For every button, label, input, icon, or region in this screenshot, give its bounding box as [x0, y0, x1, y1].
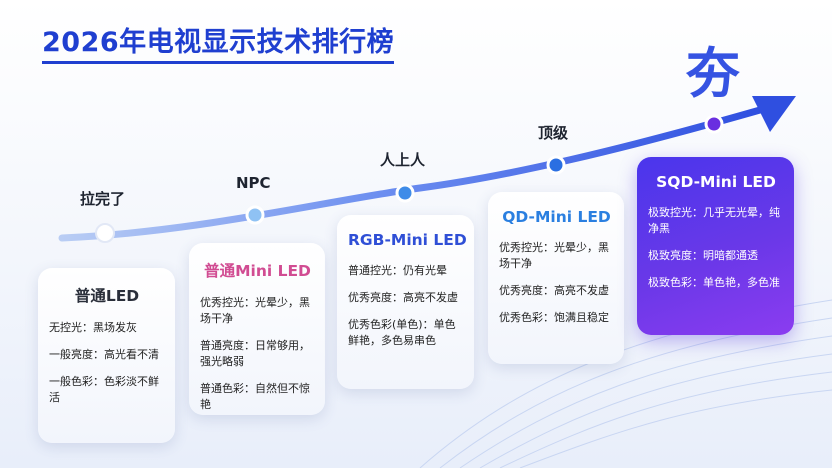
node-5 [704, 114, 724, 134]
peak-label: 夯 [686, 42, 740, 105]
tier-card-rgb-mini-led: RGB-Mini LED 普通控光：仍有光晕 优秀亮度：高亮不发虚 优秀色彩(单… [337, 215, 474, 389]
tier-card-qd-mini-led: QD-Mini LED 优秀控光：光晕少，黑场干净 优秀亮度：高亮不发虚 优秀色… [488, 192, 624, 364]
card-line: 优秀色彩：饱满且稳定 [499, 311, 609, 324]
tier-label-3: 人上人 [380, 151, 426, 169]
card-line: 普通亮度：日常够用，强光略弱 [200, 339, 310, 368]
card-line: 无控光：黑场发灰 [49, 321, 137, 334]
trend-arrow-head [752, 96, 796, 132]
card-line: 极致色彩：单色艳，多色准 [648, 276, 780, 289]
tier-card-normal-led: 普通LED 无控光：黑场发灰 一般亮度：高光看不清 一般色彩：色彩淡不鲜活 [38, 268, 175, 443]
tier-label-2: NPC [236, 174, 271, 192]
card-line: 优秀控光：光晕少，黑场干净 [499, 241, 609, 270]
card-line: 一般色彩：色彩淡不鲜活 [49, 375, 159, 404]
tier-label-1: 拉完了 [80, 190, 126, 208]
tier-card-sqd-mini-led: SQD-Mini LED 极致控光：几乎无光晕，纯净黑 极致亮度：明暗都通透 极… [637, 157, 794, 335]
node-1 [95, 223, 115, 243]
node-2 [245, 205, 265, 225]
card-line: 优秀控光：光晕少，黑场干净 [200, 296, 310, 325]
node-4 [546, 155, 566, 175]
card-line: 普通色彩：自然但不惊艳 [200, 382, 310, 411]
card-line: 优秀色彩(单色)：单色鲜艳，多色易串色 [348, 318, 456, 347]
tier-label-4: 顶级 [538, 124, 569, 142]
card-heading: SQD-Mini LED [656, 173, 776, 191]
card-line: 优秀亮度：高亮不发虚 [499, 284, 609, 297]
card-heading: 普通Mini LED [204, 262, 311, 280]
card-heading: RGB-Mini LED [348, 231, 467, 249]
card-line: 普通控光：仍有光晕 [348, 264, 447, 277]
card-line: 极致亮度：明暗都通透 [648, 249, 758, 262]
page-title: 2026年电视显示技术排行榜 [42, 26, 395, 64]
tier-card-normal-mini-led: 普通Mini LED 优秀控光：光晕少，黑场干净 普通亮度：日常够用，强光略弱 … [189, 243, 325, 415]
card-line: 优秀亮度：高亮不发虚 [348, 291, 458, 304]
node-3 [395, 183, 415, 203]
card-line: 一般亮度：高光看不清 [49, 348, 159, 361]
card-heading: QD-Mini LED [502, 208, 611, 226]
trend-arrow-line [58, 106, 764, 242]
card-heading: 普通LED [74, 287, 140, 305]
card-line: 极致控光：几乎无光晕，纯净黑 [648, 206, 780, 235]
